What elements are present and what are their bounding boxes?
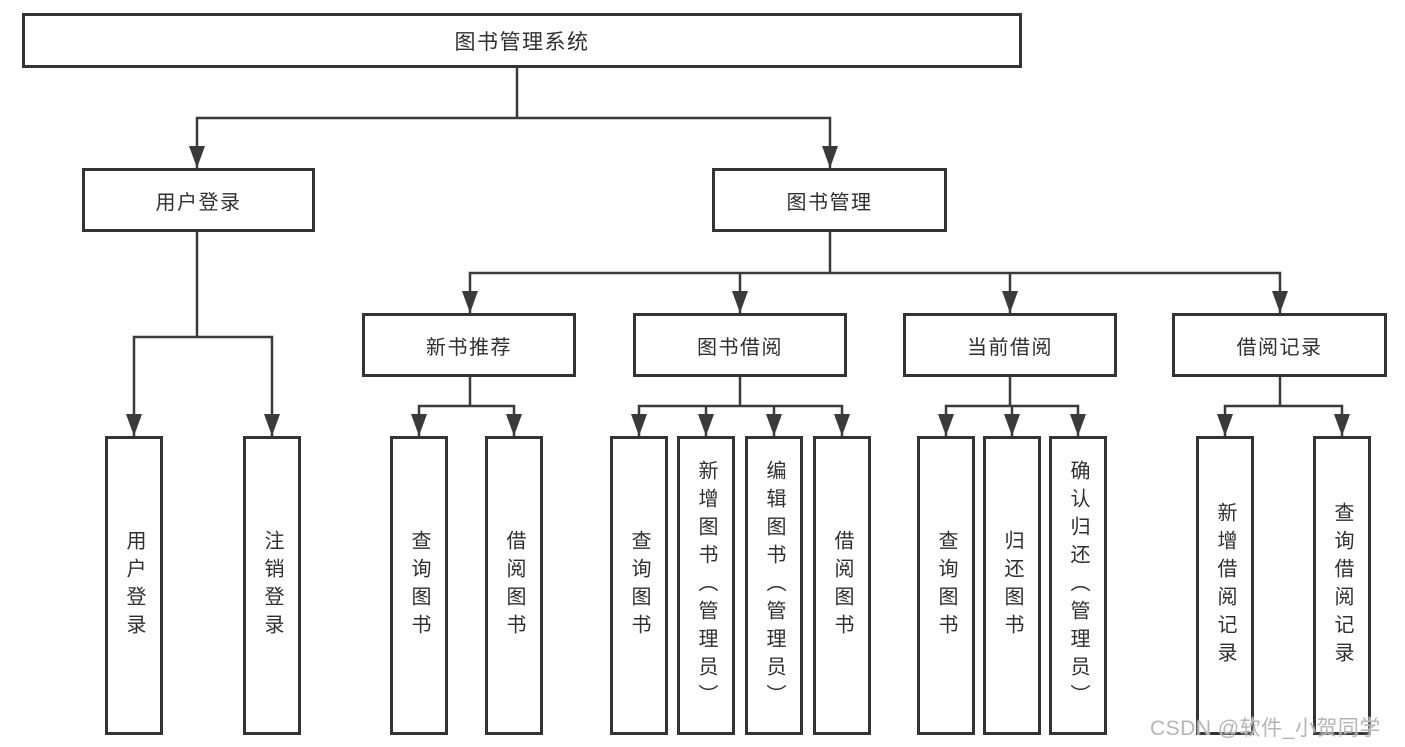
node-label: 查询借阅记录 bbox=[1331, 501, 1353, 670]
leaf-query-book-current: 查询图书 bbox=[917, 436, 975, 735]
leaf-add-borrow-record: 新增借阅记录 bbox=[1196, 436, 1254, 735]
node-label: 图书管理系统 bbox=[454, 30, 590, 54]
csdn-watermark: CSDN @软件_小贺同学 bbox=[1150, 717, 1381, 740]
node-current-borrow: 当前借阅 bbox=[903, 313, 1117, 377]
leaf-confirm-return-admin: 确认归还（管理员） bbox=[1049, 436, 1107, 735]
node-label: 用户登录 bbox=[123, 529, 145, 642]
node-label: 借阅记录 bbox=[1236, 336, 1323, 359]
leaf-add-book-admin: 新增图书（管理员） bbox=[677, 436, 735, 735]
node-user-login: 用户登录 bbox=[82, 168, 315, 232]
node-label: 查询图书 bbox=[628, 529, 650, 642]
node-label: 查询图书 bbox=[935, 529, 957, 642]
leaf-query-book-borrow: 查询图书 bbox=[610, 436, 668, 735]
node-label: 归还图书 bbox=[1001, 529, 1023, 642]
node-book-management: 图书管理 bbox=[712, 168, 947, 232]
node-label: 用户登录 bbox=[155, 191, 242, 214]
leaf-edit-book-admin: 编辑图书（管理员） bbox=[745, 436, 803, 735]
leaf-borrow-book-recommend: 借阅图书 bbox=[485, 436, 543, 735]
node-new-book-recommend: 新书推荐 bbox=[362, 313, 576, 377]
node-label: 新增图书（管理员） bbox=[695, 459, 717, 712]
leaf-return-book: 归还图书 bbox=[983, 436, 1041, 735]
connector-shafts bbox=[132, 68, 1344, 436]
node-label: 新书推荐 bbox=[426, 336, 512, 359]
node-label: 当前借阅 bbox=[967, 336, 1053, 359]
node-label: 借阅图书 bbox=[503, 529, 525, 642]
node-label: 新增借阅记录 bbox=[1214, 501, 1236, 670]
node-label: 借阅图书 bbox=[831, 529, 853, 642]
node-library-management-system: 图书管理系统 bbox=[22, 13, 1022, 68]
node-label: 查询图书 bbox=[408, 529, 430, 642]
node-label: 注销登录 bbox=[261, 529, 283, 642]
node-label: 图书借阅 bbox=[697, 336, 783, 359]
node-label: 编辑图书（管理员） bbox=[763, 459, 785, 712]
leaf-query-book-recommend: 查询图书 bbox=[390, 436, 448, 735]
leaf-query-borrow-record: 查询借阅记录 bbox=[1313, 436, 1371, 735]
node-borrow-record: 借阅记录 bbox=[1172, 313, 1387, 377]
node-label: 确认归还（管理员） bbox=[1067, 459, 1089, 712]
leaf-logout: 注销登录 bbox=[243, 436, 301, 735]
node-label: 图书管理 bbox=[786, 191, 873, 214]
leaf-user-login: 用户登录 bbox=[105, 436, 163, 735]
node-book-borrow: 图书借阅 bbox=[633, 313, 847, 377]
leaf-borrow-book: 借阅图书 bbox=[813, 436, 871, 735]
